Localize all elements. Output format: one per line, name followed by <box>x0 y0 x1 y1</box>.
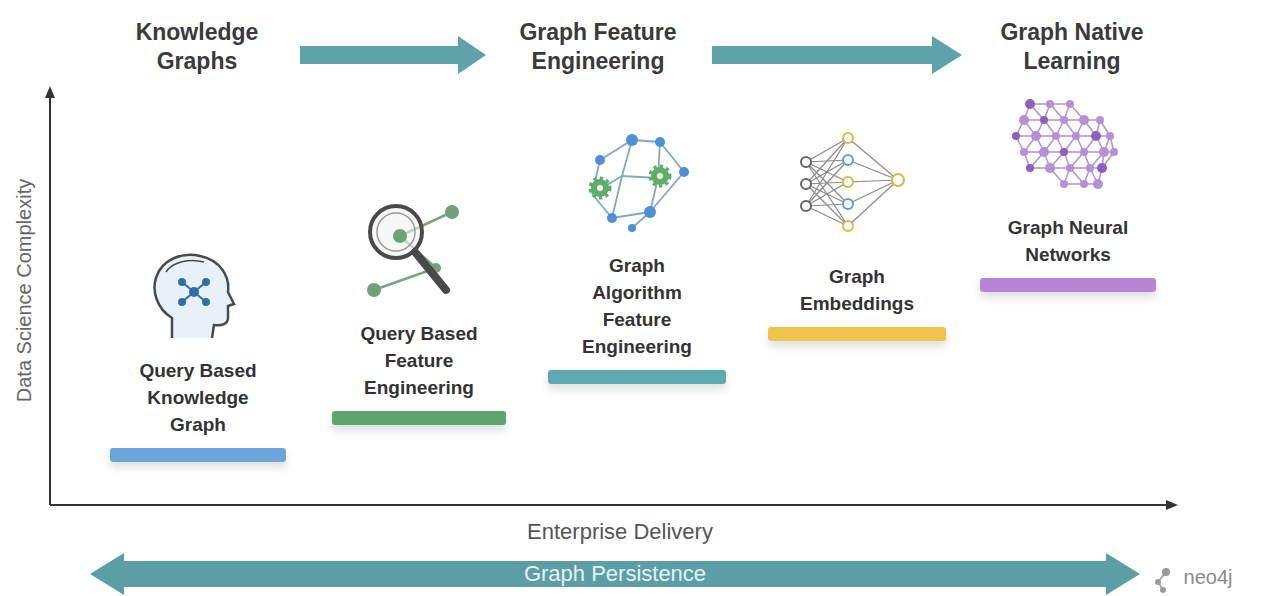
stage-arrow <box>712 36 962 74</box>
band-label: Graph Persistence <box>90 561 1140 587</box>
step-bar <box>980 278 1156 292</box>
step-label: Query Based Knowledge Graph <box>123 357 273 438</box>
axis-label: Data Science Complexity <box>12 140 37 440</box>
step-bar <box>332 411 506 425</box>
step-platform: Graph Embeddings <box>768 263 946 341</box>
step-label: Query Based Feature Engineering <box>344 320 494 401</box>
graph-algorithm-icon <box>591 134 689 232</box>
step-platform: Query Based Knowledge Graph <box>110 357 286 462</box>
step-bar <box>110 448 286 462</box>
step-bar <box>548 370 726 384</box>
step-platform: Graph Neural Networks <box>980 214 1156 292</box>
stage-arrow <box>300 36 486 74</box>
logo-text: neo4j <box>1163 565 1253 590</box>
stage-heading: Knowledge Graphs <box>112 18 282 76</box>
embedding-icon <box>801 133 904 231</box>
step-platform: Query Based Feature Engineering <box>332 320 506 425</box>
stage-heading: Graph Native Learning <box>982 18 1162 76</box>
axis-head <box>45 86 55 98</box>
step-platform: Graph Algorithm Feature Engineering <box>548 252 726 384</box>
magnifier-icon <box>367 205 459 297</box>
step-label: Graph Embeddings <box>782 263 932 317</box>
gnn-icon <box>1012 99 1118 189</box>
logo-mark <box>1155 568 1170 593</box>
network-mark <box>179 279 209 305</box>
y-axis <box>49 96 51 505</box>
step-bar <box>768 327 946 341</box>
step-label: Graph Neural Networks <box>993 214 1143 268</box>
persistence-band: Graph Persistence <box>90 553 1140 595</box>
head-icon <box>155 255 234 338</box>
axis-label: Enterprise Delivery <box>470 518 770 546</box>
step-label: Graph Algorithm Feature Engineering <box>562 252 712 360</box>
x-axis <box>50 504 1168 506</box>
axis-head <box>1166 500 1178 510</box>
stage-heading: Graph Feature Engineering <box>488 18 708 76</box>
